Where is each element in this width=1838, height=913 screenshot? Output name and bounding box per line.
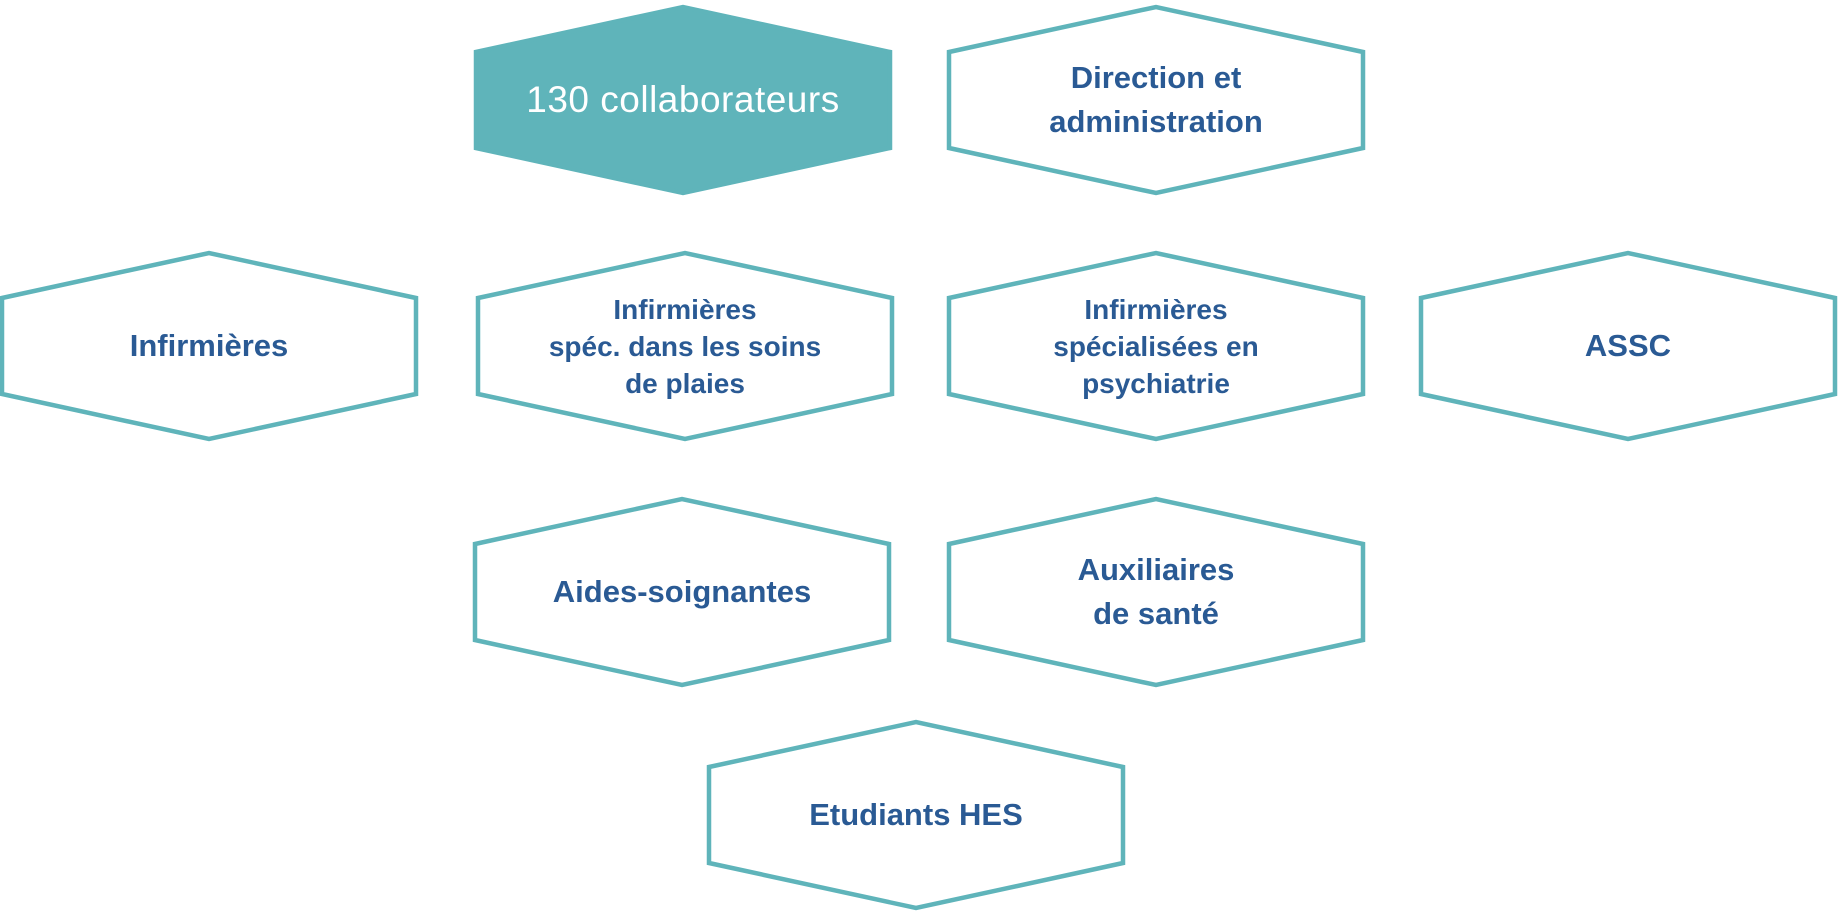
hexagon-shape	[946, 496, 1366, 688]
hex-label-line: Infirmières	[129, 328, 289, 363]
hex-label: Infirmières	[32, 253, 386, 439]
hexagon-shape	[946, 4, 1366, 196]
hex-label: Etudiants HES	[739, 722, 1093, 908]
hexagon-shape	[946, 250, 1366, 442]
hex-label-line: psychiatrie	[1082, 367, 1230, 399]
hex-label-line: Infirmières	[1084, 293, 1228, 325]
hex-assc: ASSC	[1418, 250, 1838, 442]
hex-label: ASSC	[1451, 253, 1805, 439]
hex-label-line: spéc. dans les soins	[548, 330, 822, 362]
hex-label-line: Direction et	[1070, 60, 1242, 95]
hexagon-shape	[1418, 250, 1838, 442]
hexagon-shape	[706, 719, 1126, 911]
hex-collaborateurs: 130 collaborateurs	[473, 4, 893, 196]
hex-label-line: Aides-soignantes	[552, 574, 812, 609]
hex-label-line: Infirmières	[613, 293, 757, 325]
hex-label: Infirmières spéc. dans les soins de plai…	[508, 253, 862, 439]
hex-label-line: ASSC	[1584, 328, 1672, 363]
hex-label-line: administration	[1049, 104, 1263, 139]
hex-label-line: spécialisées en	[1053, 330, 1259, 362]
hexagon-shape	[475, 250, 895, 442]
hex-label-line: de plaies	[625, 367, 745, 399]
hexagon-shape	[0, 250, 419, 442]
hex-label: Auxiliaires de santé	[979, 499, 1333, 685]
hex-infirmieres-plaies: Infirmières spéc. dans les soins de plai…	[475, 250, 895, 442]
hex-direction: Direction et administration	[946, 4, 1366, 196]
hex-label-line: de santé	[1093, 596, 1219, 631]
hex-label: Aides-soignantes	[505, 499, 859, 685]
hex-label: Infirmières spécialisées en psychiatrie	[979, 253, 1333, 439]
hexagon-shape	[472, 496, 892, 688]
hexagon-shape	[473, 4, 893, 196]
hex-infirmieres: Infirmières	[0, 250, 419, 442]
hex-label-line: Auxiliaires	[1077, 552, 1235, 587]
hex-label: Direction et administration	[979, 7, 1333, 193]
hex-etudiants: Etudiants HES	[706, 719, 1126, 911]
hex-label: 130 collaborateurs	[506, 7, 860, 193]
hex-aides-soignantes: Aides-soignantes	[472, 496, 892, 688]
hex-label-line: 130 collaborateurs	[526, 79, 840, 120]
hex-auxiliaires: Auxiliaires de santé	[946, 496, 1366, 688]
hex-infirmieres-psychiatrie: Infirmières spécialisées en psychiatrie	[946, 250, 1366, 442]
hex-label-line: Etudiants HES	[809, 797, 1023, 832]
